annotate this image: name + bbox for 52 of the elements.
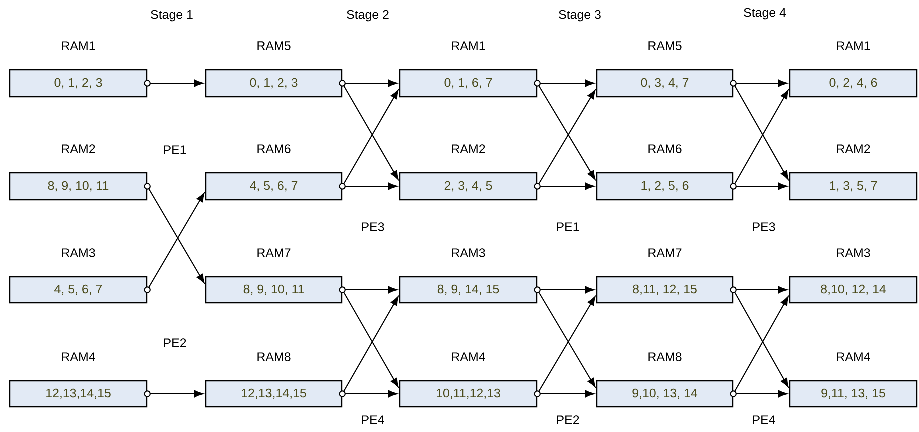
- pe-label: PE1: [164, 146, 186, 154]
- ram-label: RAM7: [258, 248, 291, 258]
- ram-label: RAM6: [258, 144, 291, 154]
- pe-label: PE3: [753, 222, 776, 232]
- ram-label: RAM6: [648, 144, 682, 154]
- ram-box: 8, 9, 10, 11: [9, 172, 148, 201]
- ram-box: 4, 5, 6, 7: [9, 276, 148, 304]
- ram-box: 9,10, 13, 14: [596, 380, 734, 408]
- pe-label: PE3: [362, 222, 384, 232]
- ram-label: RAM2: [452, 144, 486, 154]
- stage-label: Stage 1: [151, 10, 193, 22]
- ram-box: 2, 3, 4, 5: [399, 172, 538, 201]
- ram-label: RAM2: [837, 144, 870, 154]
- ram-label: RAM3: [62, 248, 96, 258]
- stage-label: Stage 2: [347, 10, 389, 22]
- stage-label: Stage 4: [744, 8, 786, 20]
- pe-label: PE2: [164, 338, 186, 348]
- ram-box: 10,11,12,13: [399, 380, 538, 408]
- ram-label: RAM5: [648, 42, 682, 50]
- ram-label: RAM3: [452, 248, 486, 258]
- ram-box: 8,10, 12, 14: [789, 276, 918, 304]
- ram-box: 12,13,14,15: [9, 380, 148, 408]
- ram-box: 0, 2, 4, 6: [789, 69, 918, 98]
- ram-label: RAM5: [258, 42, 291, 50]
- ram-label: RAM7: [648, 248, 682, 258]
- ram-label: RAM8: [258, 352, 291, 362]
- ram-label: RAM4: [452, 352, 486, 362]
- ram-label: RAM4: [62, 352, 96, 362]
- ram-box: 0, 1, 6, 7: [399, 69, 538, 98]
- pe-label: PE1: [557, 222, 580, 232]
- ram-box: 8, 9, 10, 11: [205, 276, 343, 304]
- ram-label: RAM4: [837, 352, 870, 362]
- ram-label: RAM1: [837, 42, 870, 50]
- ram-box: 0, 1, 2, 3: [9, 69, 148, 98]
- ram-label: RAM8: [648, 352, 682, 362]
- ram-label: RAM1: [62, 42, 96, 50]
- pe-label: PE2: [557, 416, 580, 424]
- pe-label: PE4: [753, 416, 776, 424]
- ram-box: 9,11, 13, 15: [789, 380, 918, 408]
- ram-box: 1, 3, 5, 7: [789, 172, 918, 201]
- ram-box: 8,11, 12, 15: [596, 276, 734, 304]
- ram-label: RAM1: [452, 42, 486, 50]
- ram-box: 0, 1, 2, 3: [205, 69, 343, 98]
- stage-label: Stage 3: [559, 10, 601, 22]
- pe-label: PE4: [362, 416, 384, 424]
- ram-label: RAM3: [837, 248, 870, 258]
- ram-box: 12,13,14,15: [205, 380, 343, 408]
- ram-box: 0, 3, 4, 7: [596, 69, 734, 98]
- ram-box: 4, 5, 6, 7: [205, 172, 343, 201]
- ram-label: RAM2: [62, 144, 96, 154]
- ram-box: 1, 2, 5, 6: [596, 172, 734, 201]
- ram-box: 8, 9, 14, 15: [399, 276, 538, 304]
